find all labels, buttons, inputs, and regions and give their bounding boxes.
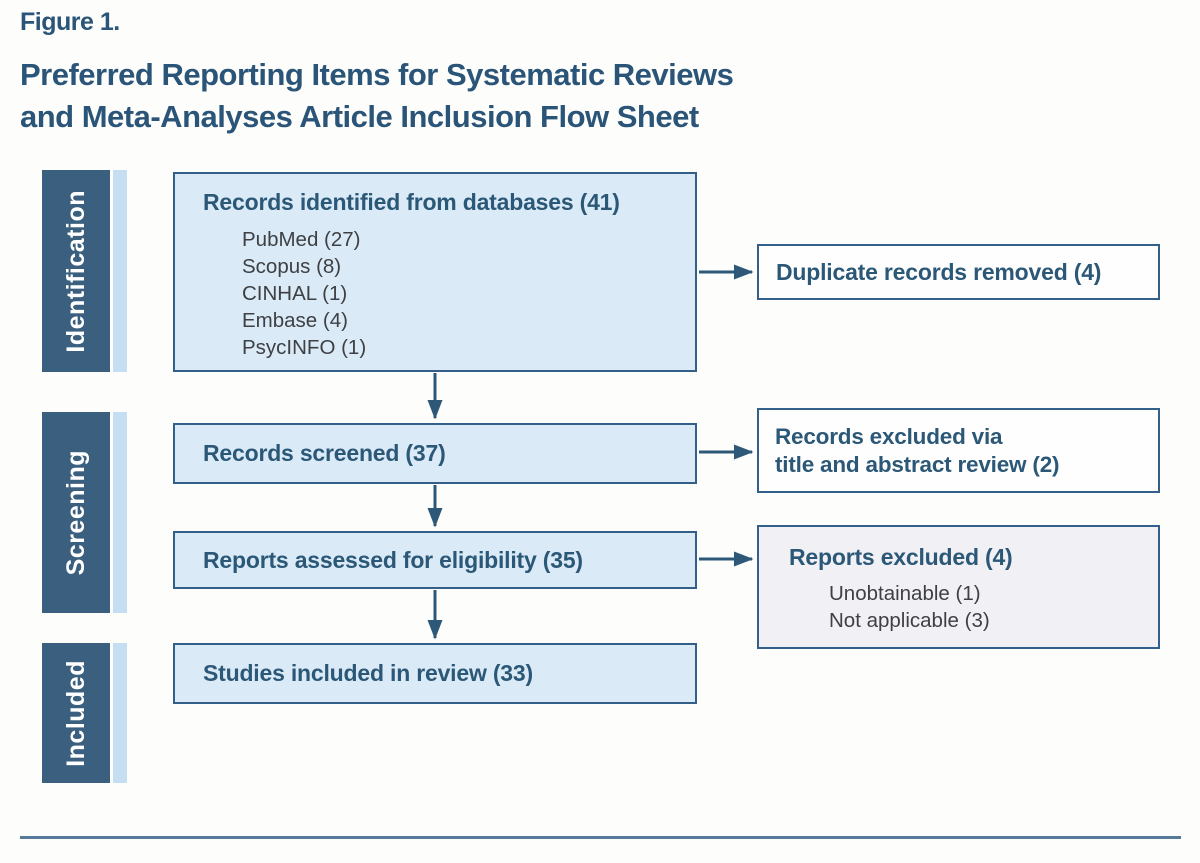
box-records-screened: Records screened (37) [173, 423, 697, 484]
box-duplicates-removed: Duplicate records removed (4) [757, 244, 1160, 300]
box-records-excluded-line1: Records excluded via [775, 424, 1003, 449]
figure-title-line1: Preferred Reporting Items for Systematic… [20, 57, 734, 92]
figure-label: Figure 1. [20, 8, 120, 36]
footer-divider [20, 836, 1181, 839]
exclusion-reason-list: Unobtainable (1) Not applicable (3) [829, 580, 1148, 634]
stage-identification-label: Identification [61, 189, 90, 353]
box-studies-included: Studies included in review (33) [173, 643, 697, 704]
stage-screening-strip [113, 412, 127, 613]
stage-included-label: Included [61, 659, 90, 767]
figure-title-line2: and Meta-Analyses Article Inclusion Flow… [20, 99, 699, 134]
box-records-screened-title: Records screened (37) [203, 440, 446, 466]
stage-screening: Screening [42, 412, 110, 613]
list-item: CINHAL (1) [242, 282, 348, 305]
stage-included: Included [42, 643, 110, 783]
list-item: Scopus (8) [242, 255, 342, 278]
list-item: PsycINFO (1) [242, 336, 367, 359]
box-records-excluded-line2: title and abstract review (2) [775, 452, 1060, 477]
box-reports-assessed: Reports assessed for eligibility (35) [173, 531, 697, 589]
box-reports-excluded: Reports excluded (4) Unobtainable (1) No… [757, 525, 1160, 649]
box-reports-assessed-title: Reports assessed for eligibility (35) [203, 546, 583, 573]
box-duplicates-removed-title: Duplicate records removed (4) [776, 258, 1102, 285]
list-item: Embase (4) [242, 309, 348, 332]
box-records-identified-title: Records identified from databases (41) [203, 189, 620, 215]
figure-title: Preferred Reporting Items for Systematic… [20, 54, 734, 138]
list-item: PubMed (27) [242, 228, 361, 251]
box-records-identified: Records identified from databases (41) P… [173, 172, 697, 372]
database-source-list: PubMed (27) Scopus (8) CINHAL (1) Embase… [242, 226, 679, 361]
box-reports-excluded-title: Reports excluded (4) [789, 544, 1013, 570]
list-item: Not applicable (3) [829, 609, 990, 632]
stage-screening-label: Screening [61, 449, 90, 576]
stage-included-strip [113, 643, 127, 783]
box-studies-included-title: Studies included in review (33) [203, 660, 533, 686]
list-item: Unobtainable (1) [829, 582, 981, 605]
stage-identification: Identification [42, 170, 110, 372]
box-records-excluded: Records excluded via title and abstract … [757, 408, 1160, 493]
stage-identification-strip [113, 170, 127, 372]
